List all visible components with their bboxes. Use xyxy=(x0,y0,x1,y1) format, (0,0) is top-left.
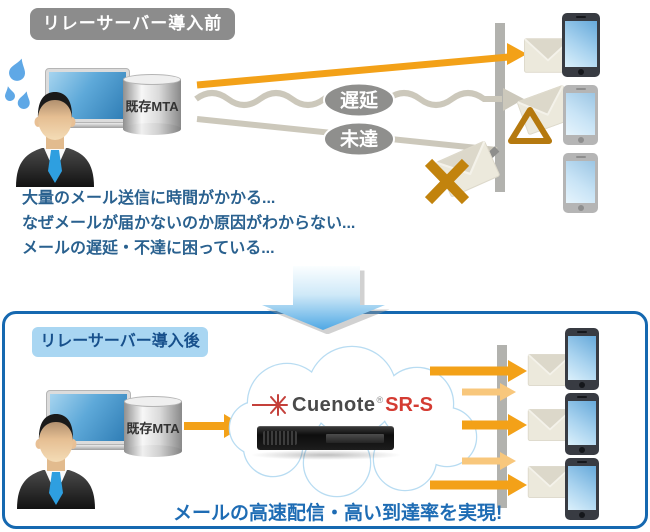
result-text: メールの高速配信・高い到達率を実現! xyxy=(173,503,503,524)
sweat-drops-icon xyxy=(5,58,30,109)
sender-group: 既存MTA xyxy=(10,65,195,190)
asterisk-icon xyxy=(252,394,288,416)
delay-label: 遅延 xyxy=(340,90,379,112)
failure-x-icon xyxy=(424,158,470,205)
mail-arrow-icon xyxy=(430,474,527,496)
product-name: SR-S xyxy=(385,393,433,416)
mta-label: 既存MTA xyxy=(126,421,180,436)
person-icon xyxy=(11,409,101,509)
problem-line: 大量のメール送信に時間がかかる... xyxy=(22,190,276,207)
warning-triangle-icon xyxy=(508,107,552,144)
delay-badge: 遅延 xyxy=(323,82,395,118)
mail-arrow-icon xyxy=(430,360,527,382)
problem-line: なぜメールが届かないのか原因がわからない... xyxy=(22,215,356,232)
mta-label: 既存MTA xyxy=(125,99,179,114)
before-diagram: 遅延 未達 xyxy=(194,23,576,205)
mta-server-icon: 既存MTA xyxy=(124,396,182,457)
cuenote-logo: Cuenote ® SR-S xyxy=(252,392,433,418)
down-arrow-icon xyxy=(262,266,390,334)
brand-name: Cuenote xyxy=(292,393,376,416)
smartphone-icon xyxy=(563,85,598,145)
smartphone-icon xyxy=(565,458,599,520)
smartphone-icon xyxy=(563,153,598,213)
undelivered-badge: 未達 xyxy=(323,121,395,157)
problem-line: メールの遅延・不達に困っている... xyxy=(22,240,275,257)
before-badge: リレーサーバー導入前 xyxy=(30,8,235,40)
mail-arrow-icon xyxy=(462,452,516,470)
fast-delivery-arrows xyxy=(430,360,527,496)
smartphone-icon xyxy=(565,393,599,455)
after-badge: リレーサーバー導入後 xyxy=(32,327,208,357)
mta-server-icon: 既存MTA xyxy=(123,74,181,135)
smartphone-icon xyxy=(562,13,600,77)
undelivered-label: 未達 xyxy=(339,128,378,151)
delivered-arrow-icon xyxy=(196,43,527,89)
sender-group: 既存MTA xyxy=(11,387,196,512)
mail-arrow-icon xyxy=(462,383,516,401)
receiving-wall xyxy=(495,23,505,192)
registered-mark: ® xyxy=(376,395,384,405)
server-shadow xyxy=(250,450,402,460)
mail-arrow-icon xyxy=(462,414,527,436)
smartphone-icon xyxy=(565,328,599,390)
rack-server-icon xyxy=(257,426,394,450)
problem-list: 大量のメール送信に時間がかかる... なぜメールが届かないのか原因がわからない.… xyxy=(22,186,355,261)
